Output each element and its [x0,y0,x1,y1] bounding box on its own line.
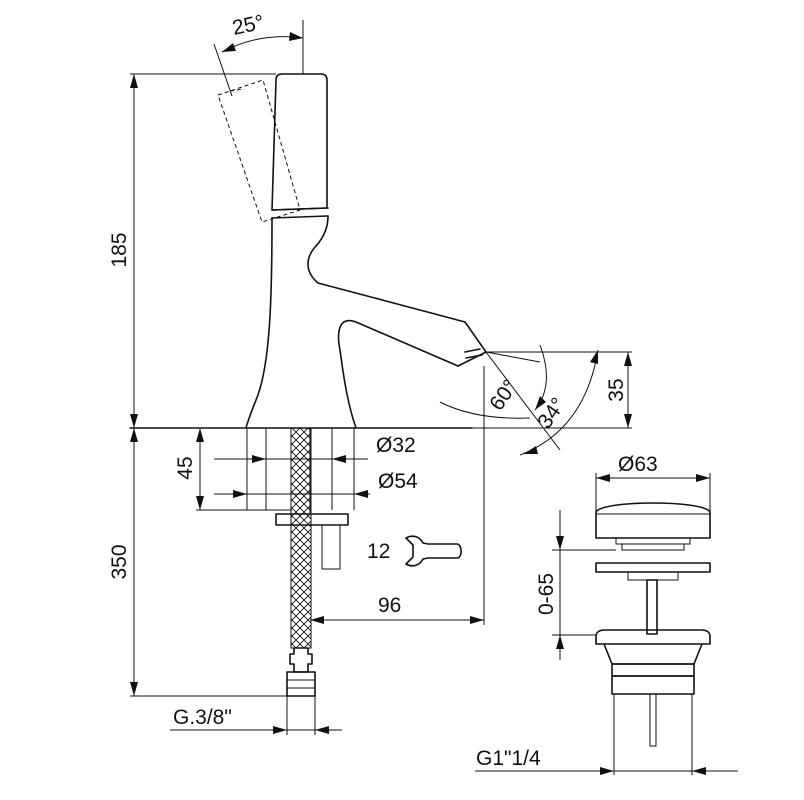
spout-lower [337,319,459,429]
dim-25-arrows [222,32,303,52]
spout-upper [307,245,466,323]
label-spout-height: 35 [605,378,628,401]
label-height-lower: 350 [108,544,131,579]
label-dia-body: Ø32 [376,434,416,457]
spout-axis [485,351,561,451]
dim-angle-arrows [524,350,598,454]
label-wrench: 12 [367,540,390,563]
handle-joint-2 [271,215,329,219]
aerator-line [464,348,481,353]
waste-tail-rod [649,693,657,747]
handle-ghost [217,79,301,223]
waste-seal [627,571,679,581]
wrench-icon [405,535,462,567]
waste-body-top [595,629,711,645]
body-right-upper [315,215,329,247]
label-waste-dia: Ø63 [618,453,658,476]
waste-cap-stem-2 [621,543,685,551]
body-left-profile [245,217,273,429]
waste-lock-nut [611,663,695,677]
label-waste-thread: G1"1/4 [476,747,541,770]
waste-body-taper [603,643,703,665]
waste-cap-stem [615,537,691,545]
hose-ferrule [289,647,313,673]
spout-tip [457,321,487,367]
waste-cap [595,502,711,539]
fixing-washer [275,513,349,526]
faucet-body [129,73,487,429]
braided-hose [290,427,312,649]
fixing-nut [321,524,341,570]
label-reach: 96 [378,594,401,617]
pop-up-waste [595,502,711,775]
label-handle-angle: 25° [230,11,266,40]
handle-joint [271,207,329,211]
label-base-depth: 45 [174,456,197,479]
label-hose-thread: G.3/8" [173,706,232,729]
dimension-lines [130,20,738,775]
dim-60-arc [439,401,531,419]
hose-nut [286,671,316,697]
handle-ghost-top [229,88,244,92]
dim-63-arrows [596,474,710,482]
spout-ray [485,351,541,363]
label-waste-range: 0-65 [535,573,558,615]
label-dia-base: Ø54 [378,470,418,493]
waste-flange [595,562,711,573]
under-deck-fixings [246,427,355,735]
waste-thread [611,675,695,695]
label-height-upper: 185 [108,232,131,267]
dim-g38-arrows [273,726,329,734]
dimension-labels: 25° 185 350 45 Ø32 Ø54 12 96 60° 34° 35 … [108,11,658,770]
aerator-line-2 [465,354,483,359]
faucet-handle [271,73,328,211]
label-spout-angle-a: 60° [485,376,522,415]
waste-rod [646,579,658,635]
dim-25-ext-b [213,43,233,97]
